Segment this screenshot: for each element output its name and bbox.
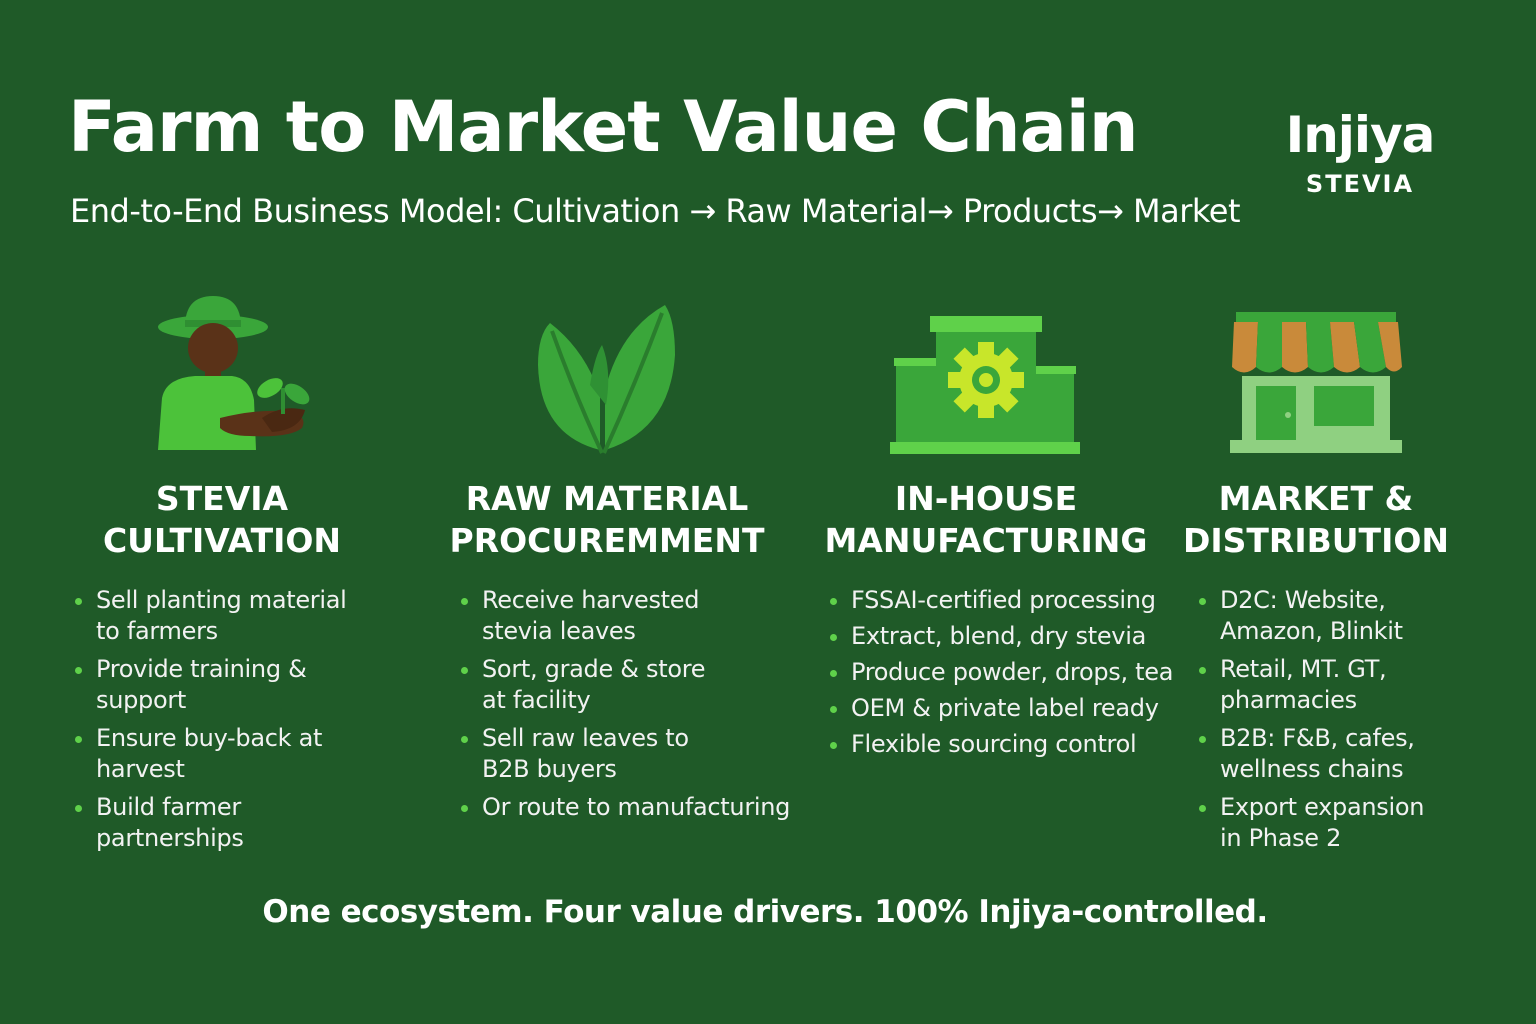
bullet-dot-icon	[461, 736, 468, 743]
bullet-item: Provide training & support	[72, 654, 372, 716]
bullet-item: B2B: F&B, cafes, wellness chains	[1196, 723, 1435, 785]
bullet-text: Receive harvested stevia leaves	[482, 586, 700, 645]
bullet-item: OEM & private label ready	[827, 693, 1197, 724]
column-title-line: IN-HOUSE	[894, 479, 1078, 518]
bullet-text: Provide training & support	[96, 655, 307, 714]
bullet-item: Build farmer partnerships	[72, 792, 372, 854]
bullet-text: Export expansion in Phase 2	[1220, 793, 1425, 852]
bullet-dot-icon	[1199, 598, 1206, 605]
bullet-dot-icon	[461, 598, 468, 605]
bullet-dot-icon	[830, 742, 837, 749]
bullet-dot-icon	[1199, 736, 1206, 743]
bullet-dot-icon	[830, 670, 837, 677]
bullet-item: Sell planting material to farmers	[72, 585, 372, 647]
logo-name: Injiya	[1285, 106, 1436, 164]
bullet-item: Export expansion in Phase 2	[1196, 792, 1450, 854]
column-title-line: MANUFACTURING	[824, 521, 1148, 560]
bullet-list-distribution: D2C: Website, Amazon, Blinkit Retail, MT…	[1196, 585, 1466, 861]
brand-logo: Injiya STEVIA	[1280, 110, 1440, 198]
bullet-text: Extract, blend, dry stevia	[851, 622, 1146, 650]
bullet-text: Sell planting material to farmers	[96, 586, 347, 645]
page-subtitle: End-to-End Business Model: Cultivation →…	[70, 192, 1241, 230]
bullet-item: Sort, grade & store at facility	[458, 654, 732, 716]
footer-tagline: One ecosystem. Four value drivers. 100% …	[262, 894, 1268, 930]
column-title-distribution: MARKET & DISTRIBUTION	[1136, 478, 1496, 562]
bullet-item: Retail, MT. GT, pharmacies	[1196, 654, 1420, 716]
column-title-manufacturing: IN-HOUSE MANUFACTURING	[806, 478, 1166, 562]
bullet-item: Extract, blend, dry stevia	[827, 621, 1197, 652]
bullet-dot-icon	[1199, 667, 1206, 674]
bullet-dot-icon	[75, 736, 82, 743]
bullet-text: D2C: Website, Amazon, Blinkit	[1220, 586, 1403, 645]
bullet-dot-icon	[830, 634, 837, 641]
bullet-text: Build farmer partnerships	[96, 793, 244, 852]
bullet-dot-icon	[461, 667, 468, 674]
bullet-text: OEM & private label ready	[851, 694, 1159, 722]
page-title: Farm to Market Value Chain	[68, 86, 1139, 168]
bullet-text: Produce powder, drops, tea	[851, 658, 1174, 686]
bullet-item: Sell raw leaves to B2B buyers	[458, 723, 732, 785]
bullet-list-cultivation: Sell planting material to farmers Provid…	[72, 585, 372, 861]
bullet-text: Sell raw leaves to B2B buyers	[482, 724, 689, 783]
column-title-line: DISTRIBUTION	[1182, 521, 1450, 560]
bullet-item: Receive harvested stevia leaves	[458, 585, 732, 647]
bullet-text: FSSAI-certified processing	[851, 586, 1156, 614]
bullet-dot-icon	[75, 667, 82, 674]
bullet-dot-icon	[75, 805, 82, 812]
column-title-line: RAW MATERIAL	[465, 479, 749, 518]
bullet-dot-icon	[830, 598, 837, 605]
bullet-item: D2C: Website, Amazon, Blinkit	[1196, 585, 1420, 647]
storefront-icon	[1230, 312, 1402, 453]
bullet-text: Ensure buy-back at harvest	[96, 724, 323, 783]
bullet-text: Sort, grade & store at facility	[482, 655, 706, 714]
bullet-dot-icon	[1199, 805, 1206, 812]
bullet-text: B2B: F&B, cafes, wellness chains	[1220, 724, 1415, 783]
bullet-item: Or route to manufacturing	[458, 792, 803, 823]
bullet-dot-icon	[830, 706, 837, 713]
column-title-line: STEVIA	[155, 479, 289, 518]
bullet-list-procurement: Receive harvested stevia leaves Sort, gr…	[458, 585, 803, 830]
bullet-dot-icon	[75, 598, 82, 605]
bullet-dot-icon	[461, 805, 468, 812]
bullet-item: Ensure buy-back at harvest	[72, 723, 372, 785]
bullet-list-manufacturing: FSSAI-certified processing Extract, blen…	[827, 585, 1197, 765]
logo-sub: STEVIA	[1305, 170, 1415, 198]
column-title-cultivation: STEVIA CULTIVATION	[42, 478, 402, 562]
farmer-with-seedling-icon	[158, 296, 310, 450]
column-title-procurement: RAW MATERIAL PROCUREMMENT	[427, 478, 787, 562]
bullet-text: Flexible sourcing control	[851, 730, 1137, 758]
column-title-line: CULTIVATION	[102, 521, 342, 560]
factory-gear-icon	[890, 316, 1080, 454]
bullet-item: Produce powder, drops, tea	[827, 657, 1197, 688]
stevia-leaves-icon	[538, 305, 675, 454]
bullet-item: FSSAI-certified processing	[827, 585, 1197, 616]
bullet-text: Or route to manufacturing	[482, 793, 791, 821]
column-title-line: PROCUREMMENT	[449, 521, 765, 560]
bullet-text: Retail, MT. GT, pharmacies	[1220, 655, 1387, 714]
column-title-line: MARKET &	[1218, 479, 1414, 518]
bullet-item: Flexible sourcing control	[827, 729, 1197, 760]
